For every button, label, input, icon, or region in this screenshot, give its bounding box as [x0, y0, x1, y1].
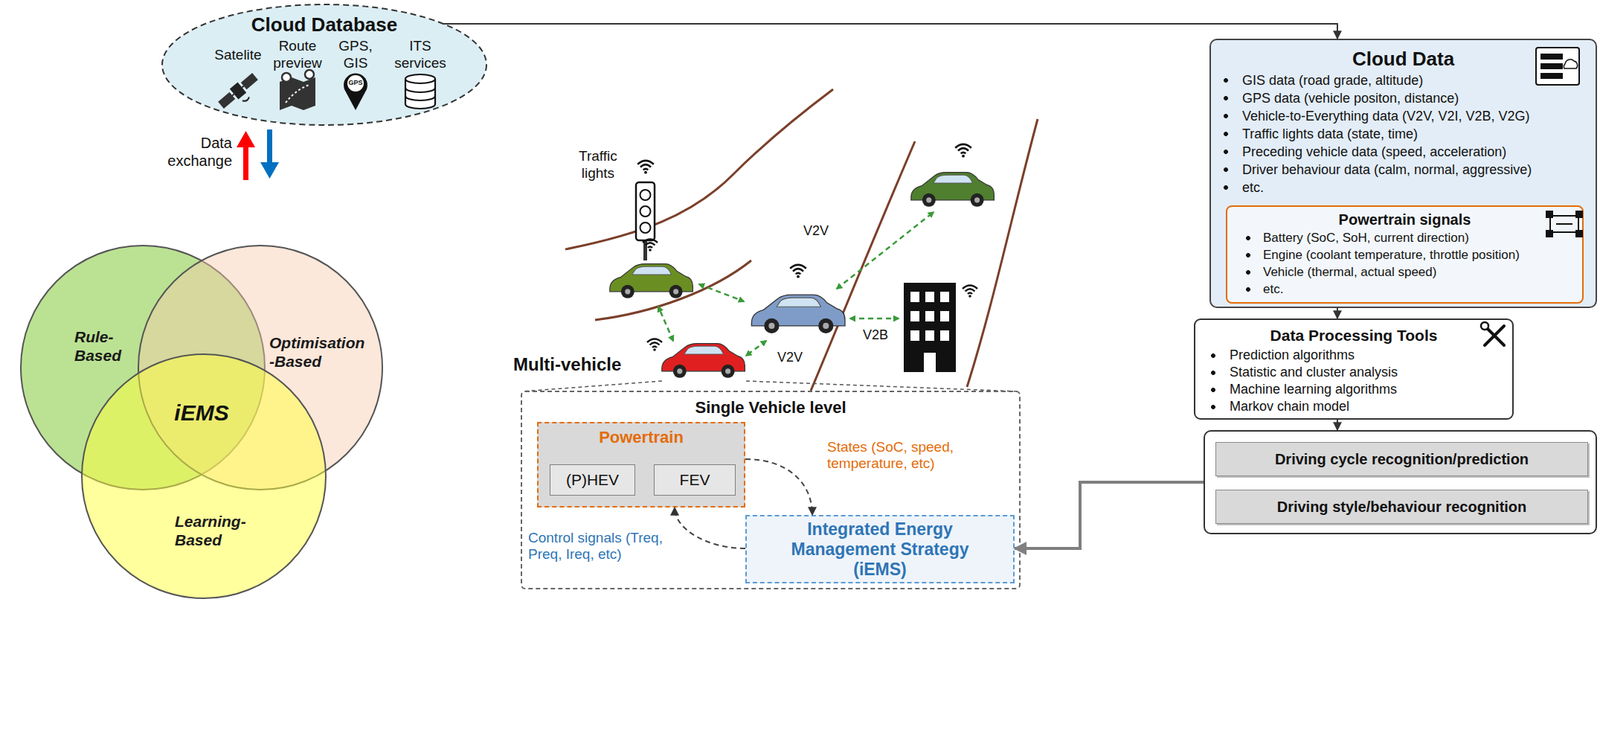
list-item: Prediction algorithms	[1195, 346, 1513, 364]
text-label: Satelite	[214, 46, 262, 64]
route-icon	[279, 69, 316, 111]
text-label: GPS	[348, 78, 363, 87]
venn-circle: Learning- Based	[81, 353, 327, 599]
text-label: ITS services	[394, 37, 447, 72]
traffic-light	[635, 182, 655, 261]
node-heading: Single Vehicle level	[522, 392, 1020, 418]
list-item: etc.	[1227, 280, 1583, 298]
recognition-panel: Driving cycle recognition/predictionDriv…	[1203, 429, 1598, 535]
text-label: V2V	[803, 223, 829, 239]
connector-arrow	[1336, 307, 1339, 319]
tools-icon	[1480, 322, 1505, 346]
data-panel: Cloud DataGIS data (road grade, altitude…	[1209, 38, 1598, 308]
tools-box: Data Processing ToolsPrediction algorith…	[1193, 318, 1514, 420]
list-item: Vehicle (thermal, actual speed)	[1227, 263, 1583, 281]
list-item: Markov chain model	[1195, 397, 1513, 416]
text-label: V2B	[862, 327, 889, 343]
node-heading: Rule- Based	[74, 327, 122, 365]
node-heading: Cloud Data	[1210, 46, 1596, 72]
connector-arrow	[674, 507, 746, 549]
list-item: Engine (coolant temperature, throttle po…	[1227, 246, 1583, 264]
satellite-icon	[216, 71, 264, 116]
list-item: GIS data (road grade, altitude)	[1210, 71, 1596, 90]
list-item: Preceding vehicle data (speed, accelerat…	[1210, 142, 1596, 161]
connector-arrow	[1014, 482, 1204, 549]
list-item: Machine learning algorithms	[1195, 380, 1513, 398]
node-heading: Learning- Based	[174, 511, 247, 549]
text-label: Multi-vehicle	[513, 354, 622, 375]
node-heading: Integrated Energy Management Strategy (i…	[779, 519, 981, 580]
list-item: Statistic and cluster analysis	[1195, 363, 1513, 381]
list-item: Traffic lights data (state, time)	[1210, 124, 1596, 143]
node-heading: Driving cycle recognition/prediction	[1274, 450, 1529, 468]
text-label: iEMS	[174, 400, 229, 426]
node-heading: Powertrain	[538, 423, 744, 448]
node-heading: FEV	[679, 470, 711, 489]
powertrain-box: Powertrain (P)HEV FEV	[537, 421, 746, 508]
edge-label: States (SoC, speed, temperature, etc)	[827, 438, 999, 472]
data-exchange-arrow	[236, 129, 279, 181]
node-heading: Driving style/behaviour recognition	[1277, 498, 1528, 516]
road	[565, 89, 1038, 391]
database-icon	[405, 74, 436, 109]
building	[903, 282, 956, 372]
text-label: Traffic lights	[578, 147, 618, 182]
circle-outline	[81, 353, 327, 599]
powertrain-type: (P)HEV	[549, 464, 636, 496]
list-item: GPS data (vehicle positon, distance)	[1210, 89, 1596, 108]
signals-box: Powertrain signalsBattery (SoC, SoH, cur…	[1225, 205, 1584, 304]
text-label: V2V	[777, 349, 803, 366]
connector-arrow	[1336, 419, 1339, 430]
server-icon	[1536, 47, 1580, 85]
text-label: GPS, GIS	[338, 37, 372, 72]
list-item: etc.	[1210, 178, 1596, 197]
list-item: Battery (SoC, SoH, current direction)	[1227, 229, 1583, 247]
list-item: Vehicle-to-Everything data (V2V, V2I, V2…	[1210, 107, 1596, 125]
recognition-box: Driving style/behaviour recognition	[1215, 489, 1589, 524]
powertrain-type: FEV	[653, 464, 736, 496]
node-heading: Cloud Database	[160, 13, 488, 37]
wifi-symbol	[637, 144, 978, 352]
strategy-box: Integrated Energy Management Strategy (i…	[745, 514, 1015, 584]
connector-arrow	[745, 458, 813, 515]
edge-label: Control signals (Treq, Preq, Ireq, etc)	[528, 529, 666, 563]
v2x-link	[658, 211, 934, 356]
node-heading: (P)HEV	[566, 470, 619, 489]
zoom-line	[522, 380, 1020, 392]
chassis-icon	[1546, 211, 1583, 237]
gps-pin-icon	[343, 72, 368, 111]
recognition-box: Driving cycle recognition/prediction	[1215, 441, 1589, 477]
text-label: Data exchange	[167, 133, 233, 170]
node-heading: Powertrain signals	[1227, 209, 1583, 230]
vehicle	[609, 172, 995, 378]
list-item: Driver behaviour data (calm, normal, agg…	[1210, 160, 1596, 179]
connector-arrow	[443, 23, 1338, 39]
node-heading: Optimisation -Based	[269, 333, 365, 371]
node-heading: Data Processing Tools	[1195, 324, 1513, 347]
text-label: Route preview	[272, 37, 322, 72]
